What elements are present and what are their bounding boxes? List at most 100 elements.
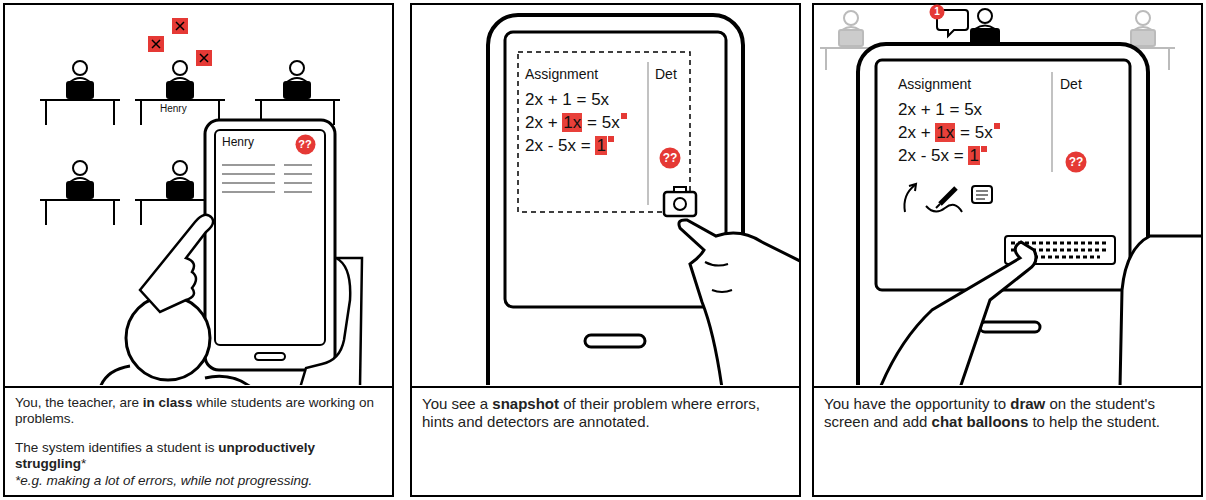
student-figure <box>937 9 999 44</box>
badge-circle <box>930 5 945 20</box>
screen-heading: Assignment <box>898 76 971 92</box>
tablet <box>858 44 1148 385</box>
error-marks <box>200 54 208 62</box>
hands <box>1120 236 1201 385</box>
alert-badge: ?? <box>659 147 681 169</box>
drawing-tools <box>904 185 915 212</box>
teacher-figure <box>100 215 362 385</box>
equation: 2x + 1 = 5x <box>898 100 982 120</box>
equation: 2x + 1 = 5x <box>525 90 609 110</box>
snapshot-scene <box>488 15 799 385</box>
tablet <box>585 335 645 347</box>
teacher-figure <box>205 376 252 385</box>
teacher-tablet <box>215 130 325 345</box>
hands <box>880 236 1201 385</box>
caption-text: You, the teacher, are in class while stu… <box>15 395 382 428</box>
teacher-tablet <box>205 120 335 370</box>
tablet <box>858 44 1148 385</box>
pointing-hand <box>679 220 799 385</box>
alert-badge: ?? <box>295 134 316 155</box>
error-marker <box>981 146 987 152</box>
equation: 2x + 1x = 5x <box>898 123 1000 143</box>
drawing-tools <box>936 204 940 208</box>
badge-text: 1 <box>934 7 940 17</box>
error-marker <box>994 123 1000 129</box>
caption-area: You have the opportunity to draw on the … <box>814 386 1201 495</box>
student-desk <box>67 182 93 198</box>
badge-circle <box>295 134 315 154</box>
drawing-tools <box>904 184 992 212</box>
faded-desk <box>1131 30 1155 46</box>
student-desk <box>40 100 120 125</box>
badge-text: ?? <box>663 152 678 164</box>
pointing-hand <box>705 262 732 292</box>
classroom-scene <box>40 18 362 385</box>
student-desk <box>40 200 120 225</box>
student-name: Henry <box>160 103 187 115</box>
camera-icon <box>664 192 696 216</box>
caption-text: The system identifies a student is unpro… <box>15 440 382 473</box>
notification-badge: 1 <box>929 4 945 20</box>
equation: 2x - 5x = 1 <box>525 136 614 156</box>
equation: 2x - 5x = 1 <box>898 146 987 166</box>
error-marks <box>196 50 212 66</box>
student-desk <box>167 82 193 98</box>
camera-icon <box>674 198 686 210</box>
faded-desk <box>844 11 858 25</box>
student-desk <box>173 161 187 175</box>
caption-text: *e.g. making a lot of errors, while not … <box>15 473 382 489</box>
teacher-figure <box>100 366 130 385</box>
faded-desk <box>1136 11 1150 25</box>
error-marks <box>148 36 164 52</box>
badge-text: ?? <box>1069 156 1084 168</box>
camera-icon <box>664 187 696 216</box>
hands <box>880 242 1036 385</box>
caption-text: You see a snapshot of their problem wher… <box>422 395 789 432</box>
error-marks <box>176 22 184 30</box>
caption-text: You have the opportunity to draw on the … <box>824 395 1191 432</box>
badge-circle <box>1066 152 1087 173</box>
student-desk <box>135 61 225 125</box>
pointing-hand <box>679 220 799 385</box>
badge-circle <box>660 148 681 169</box>
storyboard-panel: You, the teacher, are in class while stu… <box>3 3 394 497</box>
error-marks <box>152 40 160 48</box>
student-desk <box>73 161 87 175</box>
error-marks <box>172 18 188 34</box>
student-desk <box>290 61 304 75</box>
student-desk <box>284 82 310 98</box>
tablet <box>980 322 1040 332</box>
student-name: Henry <box>222 136 254 150</box>
student-figure <box>971 29 999 44</box>
screen-heading: Det <box>655 66 677 82</box>
tablet <box>647 62 648 205</box>
drawing-tools <box>926 205 962 212</box>
teacher-figure <box>140 215 213 312</box>
drawing-tools <box>976 191 988 199</box>
annotate-scene <box>820 9 1201 385</box>
error-marks <box>148 18 212 66</box>
tablet <box>488 15 743 385</box>
student-desk <box>73 61 87 75</box>
tablet <box>876 60 1130 290</box>
storyboard-panel: You have the opportunity to draw on the … <box>812 3 1203 497</box>
teacher-tablet <box>222 165 275 192</box>
teacher-figure <box>300 258 362 385</box>
drawing-tools <box>909 184 916 191</box>
student-desk <box>67 82 93 98</box>
drawing-tools <box>940 188 956 204</box>
caption-area: You see a snapshot of their problem wher… <box>412 386 799 495</box>
teacher-tablet <box>255 353 285 360</box>
faded-desk <box>839 30 863 46</box>
equation: 2x + 1x = 5x <box>525 113 627 133</box>
student-desk <box>173 61 187 75</box>
teacher-tablet <box>205 120 335 370</box>
student-desk <box>40 61 120 125</box>
student-desk <box>255 61 340 125</box>
student-desk <box>40 161 120 225</box>
student-figure <box>978 9 992 23</box>
badge-text: ?? <box>298 139 311 150</box>
tablet <box>1051 72 1052 172</box>
student-desk <box>167 182 193 198</box>
